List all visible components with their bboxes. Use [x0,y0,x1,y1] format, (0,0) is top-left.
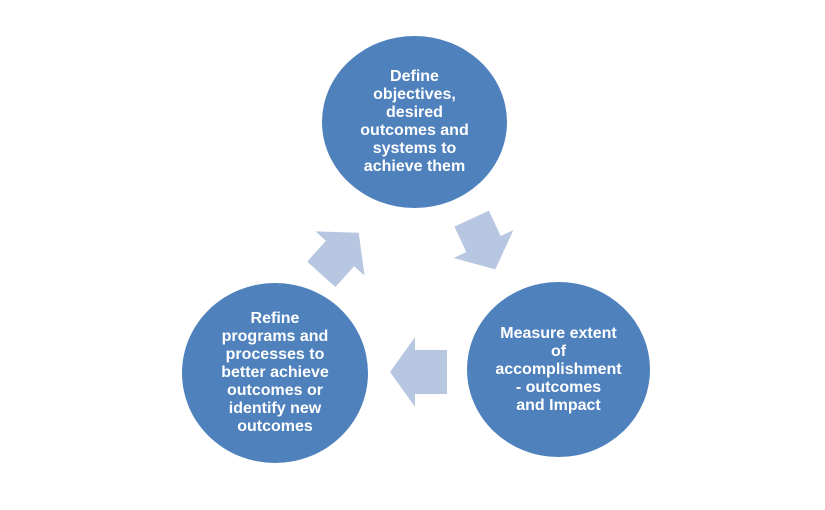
text-line: programs and [221,328,329,345]
arrow-refine-to-define-icon [307,231,365,288]
text-line: objectives, [373,86,456,103]
arrow-define-to-measure-icon [453,210,514,270]
arrow-measure-to-refine-icon [390,337,447,407]
text-line: systems to [372,140,457,157]
text-line: accomplishment [495,360,622,378]
text-line: outcomes [237,418,313,435]
text-line: and Impact [516,396,601,414]
text-line: Refine [250,310,300,327]
text-line: Define [390,68,439,85]
text-line: identify new [228,400,322,417]
node-refine-programs: Refine programs and processes to better … [182,283,368,463]
text-line: outcomes or [226,382,323,399]
text-line: Measure extent [500,324,617,342]
text-line: desired [386,104,443,121]
node-define-objectives: Define objectives, desired outcomes and … [322,36,507,208]
node-measure-extent: Measure extent of accomplishment - outco… [467,282,650,457]
node-measure-text: Measure extent of accomplishment - outco… [487,325,629,415]
text-line: - outcomes [515,378,602,396]
text-line: of [550,342,567,360]
node-define-text: Define objectives, desired outcomes and … [352,68,476,176]
node-refine-text: Refine programs and processes to better … [213,310,337,436]
text-line: outcomes and [360,122,469,139]
text-line: processes to [225,346,325,363]
text-line: better achieve [221,364,329,381]
text-line: achieve them [363,158,466,175]
